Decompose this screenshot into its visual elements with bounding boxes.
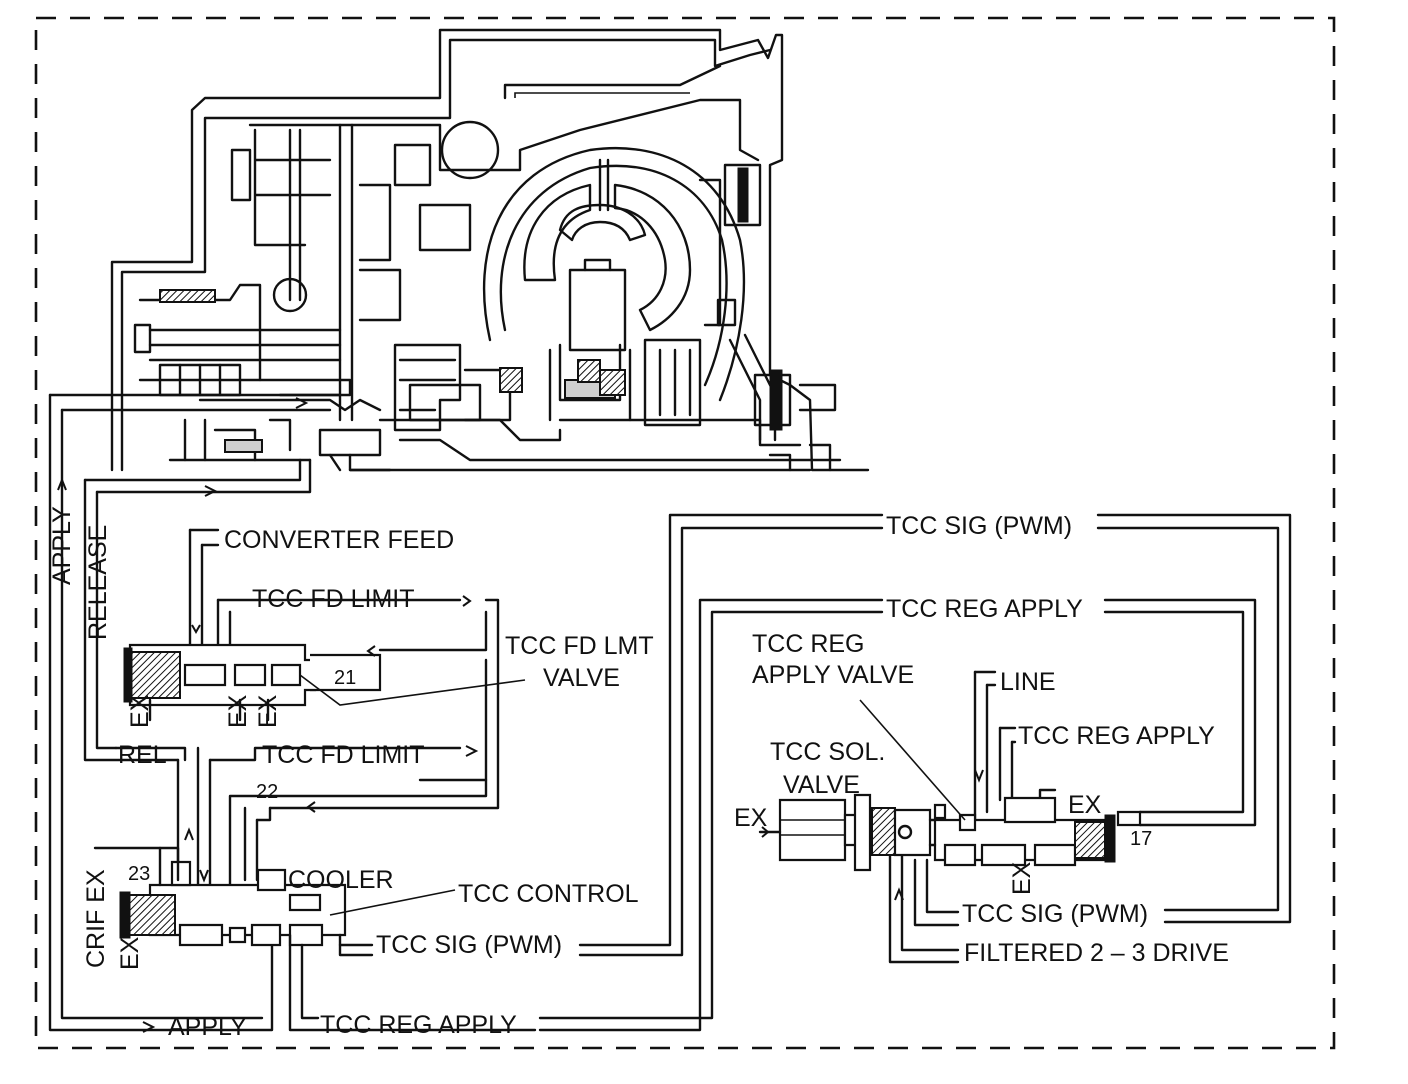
ex-label: EX bbox=[734, 804, 768, 832]
transmission-cross-section bbox=[110, 28, 870, 472]
label-tcc-sol-valve-2: VALVE bbox=[783, 771, 860, 799]
ex-label: EX bbox=[254, 694, 282, 728]
ref-number-21: 21 bbox=[334, 667, 356, 689]
label-line: LINE bbox=[1000, 668, 1056, 696]
label-tcc-reg-apply-right: TCC REG APPLY bbox=[1018, 722, 1215, 750]
label-tcc-sig-pwm-bottom: TCC SIG (PWM) bbox=[376, 931, 562, 959]
label-tcc-fd-lmt-valve-1: TCC FD LMT bbox=[505, 632, 654, 660]
label-tcc-sol-valve-1: TCC SOL. bbox=[770, 738, 885, 766]
label-tcc-sig-pwm-right: TCC SIG (PWM) bbox=[962, 900, 1148, 928]
label-tcc-reg-apply-bottom: TCC REG APPLY bbox=[320, 1011, 517, 1039]
ref-number-23: 23 bbox=[128, 863, 150, 885]
label-apply-bottom: APPLY bbox=[168, 1013, 247, 1041]
label-crif-ex: CRIF EX bbox=[82, 869, 110, 968]
ex-label: EX bbox=[116, 936, 144, 970]
label-tcc-sig-pwm-top: TCC SIG (PWM) bbox=[886, 512, 1072, 540]
label-cooler: COOLER bbox=[288, 866, 394, 894]
ref-number-22: 22 bbox=[256, 781, 278, 803]
diagram-labels: CONVERTER FEED TCC FD LIMIT TCC FD LMT V… bbox=[48, 506, 1229, 1041]
exhaust-labels: EX EX EX EX EX EX EX bbox=[116, 694, 1102, 970]
label-apply-left: APPLY bbox=[48, 506, 76, 585]
label-filtered-2-3-drive: FILTERED 2 – 3 DRIVE bbox=[964, 939, 1229, 967]
ex-label: EX bbox=[1068, 791, 1102, 819]
ref-number-17: 17 bbox=[1130, 828, 1152, 850]
ex-label: EX bbox=[1008, 861, 1036, 895]
label-tcc-reg-apply-top: TCC REG APPLY bbox=[886, 595, 1083, 623]
flow-arrows bbox=[57, 397, 984, 1033]
ex-label: EX bbox=[224, 694, 252, 728]
right-hydraulic-circuit bbox=[538, 513, 1292, 1032]
label-tcc-fd-lmt-valve-2: VALVE bbox=[543, 664, 620, 692]
label-release: RELEASE bbox=[84, 525, 112, 640]
label-tcc-reg-apply-valve-2: APPLY VALVE bbox=[752, 661, 914, 689]
reference-numbers: 21 22 23 17 bbox=[128, 667, 1152, 885]
label-tcc-fd-limit-mid: TCC FD LIMIT bbox=[262, 741, 425, 769]
label-tcc-reg-apply-valve-1: TCC REG bbox=[752, 630, 865, 658]
left-hydraulic-circuit bbox=[48, 393, 537, 1032]
label-tcc-fd-limit-top: TCC FD LIMIT bbox=[252, 585, 415, 613]
ex-label: EX bbox=[126, 694, 154, 728]
label-converter-feed: CONVERTER FEED bbox=[224, 526, 454, 554]
label-tcc-control: TCC CONTROL bbox=[458, 880, 639, 908]
dashed-border bbox=[34, 16, 1336, 1050]
label-rel: REL bbox=[118, 741, 167, 769]
